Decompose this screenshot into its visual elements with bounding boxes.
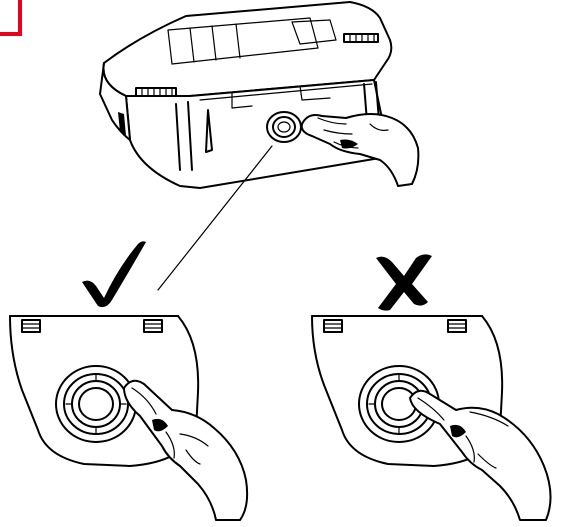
device-top-panel bbox=[167, 17, 319, 65]
correct-ring-button bbox=[55, 365, 137, 443]
device-illustration bbox=[99, 1, 420, 189]
device-button bbox=[266, 111, 302, 143]
device-vents bbox=[135, 33, 379, 97]
top-hand-icon bbox=[300, 113, 420, 187]
correct-detail-panel bbox=[9, 315, 249, 521]
incorrect-detail-panel bbox=[311, 315, 552, 521]
corner-frame-mark bbox=[0, 0, 22, 36]
checkmark-icon bbox=[82, 241, 146, 308]
leader-line bbox=[157, 145, 273, 291]
incorrect-hand-icon bbox=[409, 389, 552, 521]
correct-hand-icon bbox=[123, 379, 249, 521]
cross-icon bbox=[376, 254, 432, 311]
